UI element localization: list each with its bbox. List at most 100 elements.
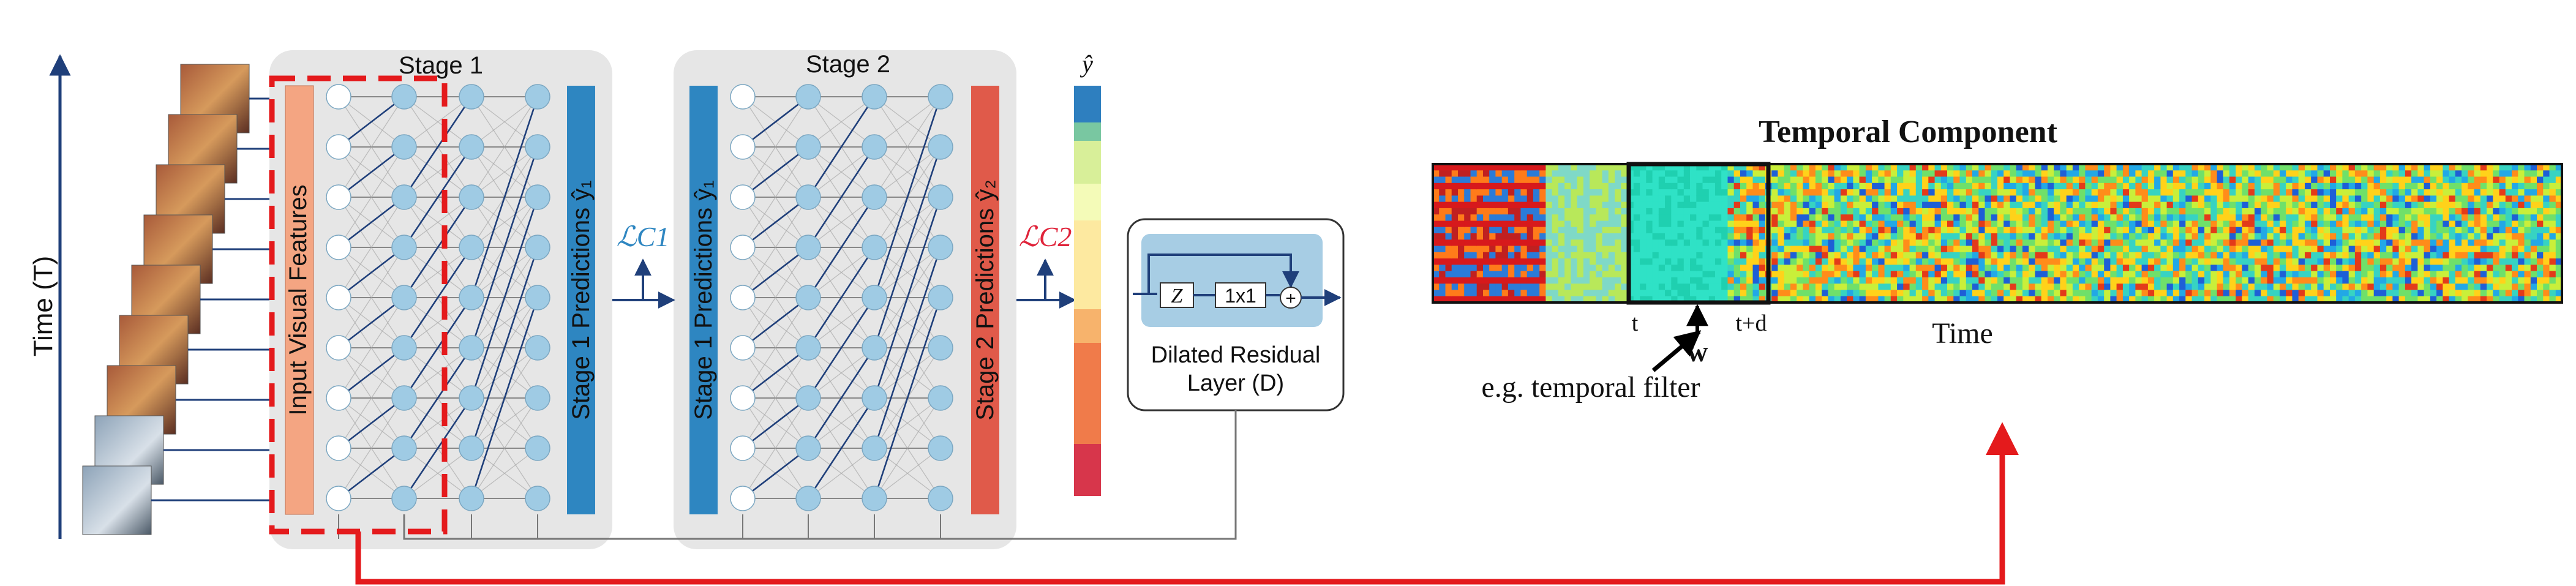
network-node	[459, 235, 484, 260]
output-label: ŷ	[1080, 50, 1093, 78]
network-node	[326, 134, 351, 160]
network-node	[459, 184, 484, 210]
network-node	[326, 335, 351, 361]
network-node	[525, 335, 550, 361]
network-node	[391, 385, 417, 411]
dilated-line1: Dilated Residual	[1151, 342, 1321, 368]
dilated-z: Z	[1171, 285, 1184, 307]
video-frame	[82, 465, 152, 535]
label-td: t+d	[1736, 310, 1767, 336]
filter-arrow	[1651, 330, 1702, 372]
dilated-line2: Layer (D)	[1187, 370, 1284, 396]
network-node	[795, 335, 821, 361]
network-node	[928, 486, 953, 511]
layer-connector	[403, 410, 1237, 540]
stage1-predictions-bar	[567, 86, 595, 514]
dilated-residual-layer: Z 1x1 + Dilated Residual Layer (D)	[1127, 218, 1345, 411]
network-node	[391, 235, 417, 260]
stage1-title: Stage 1	[399, 52, 483, 79]
temporal-title: Temporal Component	[1759, 115, 2057, 149]
network-node	[795, 486, 821, 511]
network-node	[391, 435, 417, 461]
heatmap-border	[1432, 163, 2563, 304]
network-node	[459, 486, 484, 511]
stage1-panel	[269, 50, 612, 549]
network-node	[525, 486, 550, 511]
network-node	[730, 435, 756, 461]
video-frames	[82, 64, 287, 535]
network-node	[326, 184, 351, 210]
network-node	[730, 335, 756, 361]
red-link-arrow	[355, 422, 2019, 585]
network-node	[326, 435, 351, 461]
network-node	[326, 235, 351, 260]
network-node	[326, 84, 351, 110]
network-node	[391, 486, 417, 511]
loss-c2: ℒC2	[1016, 221, 1076, 309]
dilated-conv: 1x1	[1225, 285, 1256, 307]
network-node	[525, 435, 550, 461]
output-segment	[1074, 141, 1101, 184]
input-features-label: Input Visual Features	[285, 184, 312, 415]
network-node	[326, 385, 351, 411]
input-features-bar	[285, 85, 314, 515]
network-node	[730, 84, 756, 110]
network-node	[730, 235, 756, 260]
output-segment	[1074, 184, 1101, 220]
network-node	[525, 134, 550, 160]
output-segment	[1074, 343, 1101, 444]
network-node	[525, 84, 550, 110]
output-segment	[1074, 86, 1101, 122]
network-node	[928, 435, 953, 461]
dilated-plus: +	[1285, 288, 1296, 309]
network-node	[862, 134, 887, 160]
stage1-predictions-label: Stage 1 Predictions ŷ₁	[568, 180, 595, 419]
network-node	[795, 435, 821, 461]
network-node	[928, 285, 953, 310]
stage2-predictions-label: Stage 2 Predictions ŷ₂	[972, 179, 999, 421]
output-segment	[1074, 220, 1101, 309]
stage2-input-label: Stage 1 Predictions ŷ₁	[690, 180, 717, 419]
network-node	[730, 385, 756, 411]
network-node	[459, 84, 484, 110]
network-node	[525, 385, 550, 411]
loss-c1: ℒC1	[612, 221, 675, 309]
network-node	[862, 235, 887, 260]
temporal-heatmap	[1433, 164, 2563, 303]
network-node	[862, 335, 887, 361]
network-nodes	[326, 84, 953, 511]
network-node	[525, 184, 550, 210]
network-node	[928, 235, 953, 260]
time-axis: Time (T)	[28, 54, 71, 539]
network-node	[391, 184, 417, 210]
network-node	[326, 285, 351, 310]
network-node	[730, 285, 756, 310]
network-node	[862, 184, 887, 210]
filter-label: e.g. temporal filter	[1481, 371, 1700, 404]
network-node	[391, 84, 417, 110]
network-node	[326, 486, 351, 511]
network-node	[459, 335, 484, 361]
output-segment	[1074, 309, 1101, 343]
network-node	[459, 385, 484, 411]
network-node	[391, 285, 417, 310]
network-node	[730, 184, 756, 210]
network-node	[525, 235, 550, 260]
network-node	[862, 84, 887, 110]
network-node	[459, 435, 484, 461]
network-connections	[338, 96, 942, 539]
time-label: Time	[1932, 317, 1993, 350]
network-node	[459, 134, 484, 160]
network-node	[862, 435, 887, 461]
output-segment	[1074, 122, 1101, 141]
network-node	[795, 285, 821, 310]
temporal-filter-window	[1626, 162, 1771, 305]
output-segment	[1074, 444, 1101, 496]
network-node	[730, 134, 756, 160]
label-t: t	[1632, 310, 1639, 336]
network-node	[928, 184, 953, 210]
network-node	[795, 235, 821, 260]
output-prediction-bar	[1074, 86, 1101, 496]
network-node	[862, 486, 887, 511]
network-node	[928, 385, 953, 411]
